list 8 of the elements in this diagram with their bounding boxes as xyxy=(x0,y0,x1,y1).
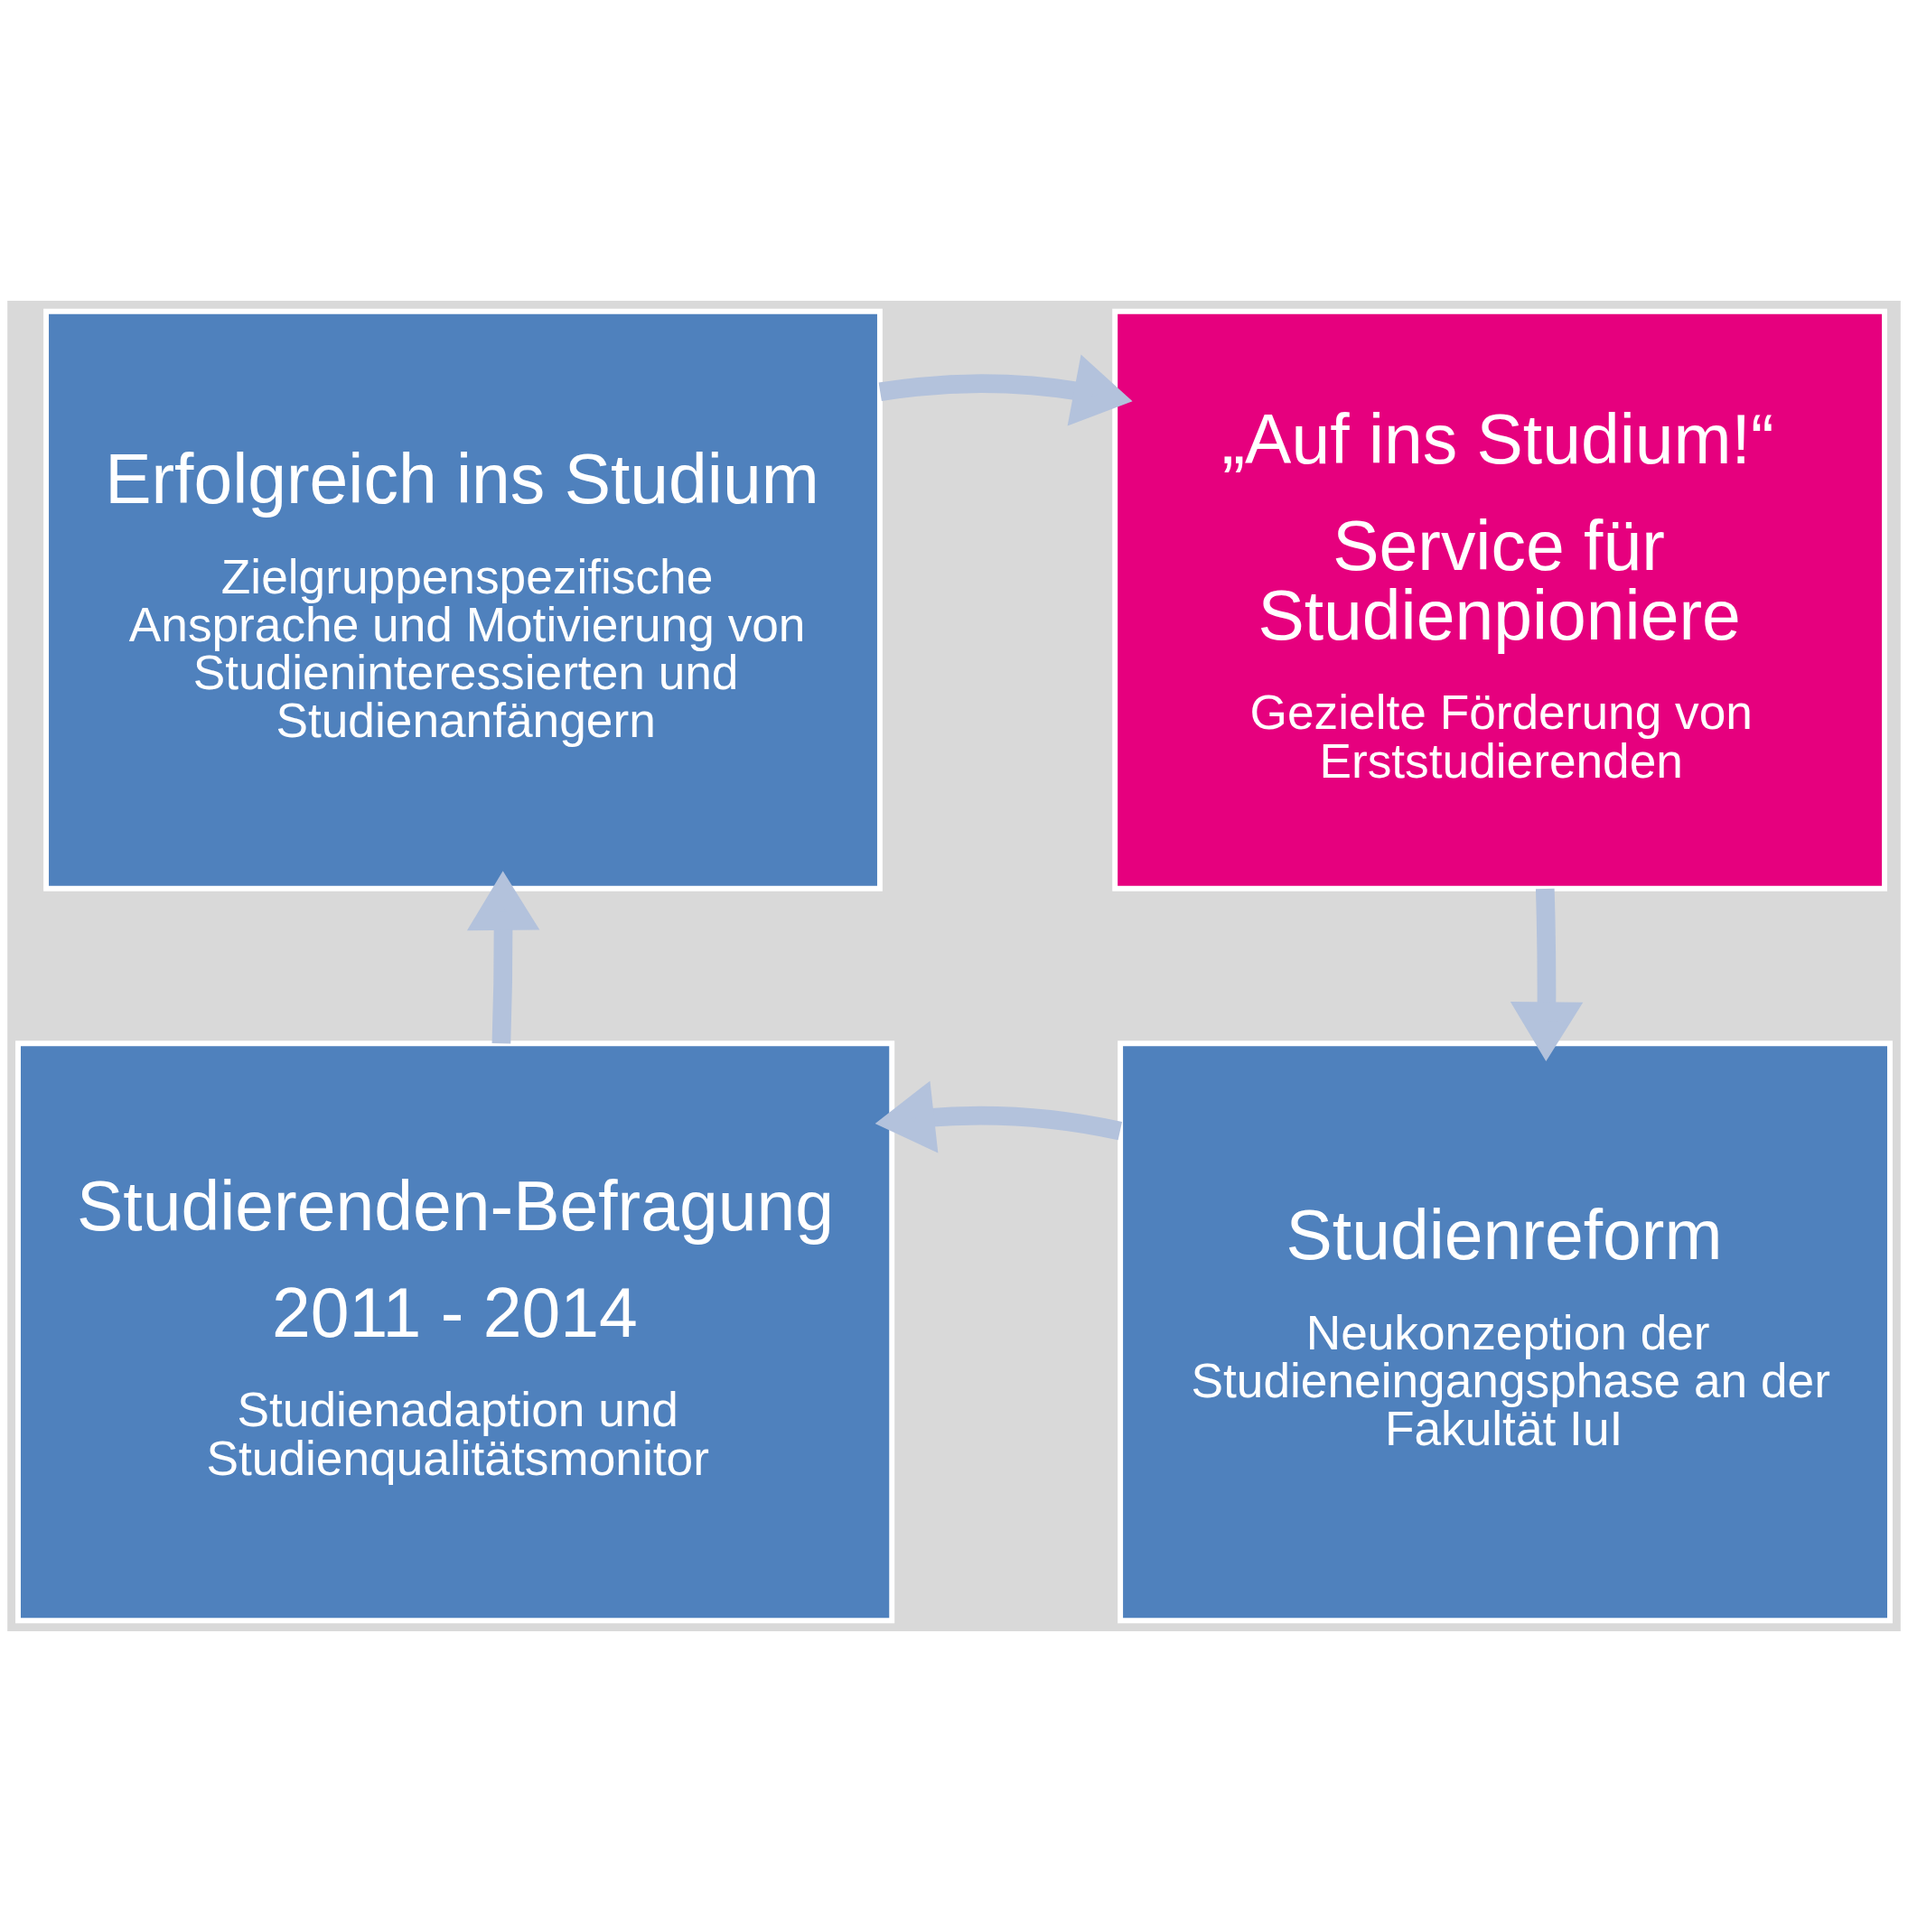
arrow xyxy=(878,354,1133,426)
node-box: Studierenden-Befragung 2011 - 2014 Studienadaption und Studienqualitätsmonitor xyxy=(15,1041,895,1624)
node-box: Erfolgreich ins Studium Zielgruppenspezifische Ansprache und Motivierung von Studieninteressierten und Studienanfängern xyxy=(43,308,883,891)
node-box: Studienreform Neukonzeption der Studieneingangsphase an der Fakultät IuI xyxy=(1118,1041,1893,1624)
node-box: „Auf ins Studium!“ Service für Studienpioniere Gezielte Förderung von Erststudierenden xyxy=(1112,308,1887,891)
arrow xyxy=(1510,888,1584,1062)
arrow xyxy=(466,871,540,1044)
arrow xyxy=(874,1080,1122,1153)
